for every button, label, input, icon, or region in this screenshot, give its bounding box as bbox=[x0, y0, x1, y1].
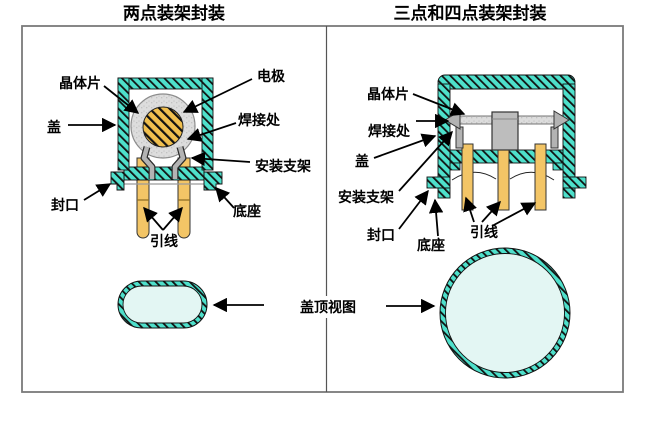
right-panel-title: 三点和四点装架封装 bbox=[394, 3, 547, 24]
left-panel-title: 两点装架封装 bbox=[123, 3, 225, 24]
cover-wall-right bbox=[562, 83, 576, 178]
clip-left bbox=[141, 146, 155, 179]
label-crystal-left: 晶体片 bbox=[59, 75, 101, 92]
seal-flange-left bbox=[426, 176, 451, 189]
clip-strip-right bbox=[550, 126, 559, 149]
arrow-base-right bbox=[428, 198, 444, 237]
arrow-weld-left bbox=[186, 122, 237, 142]
label-electrode: 电极 bbox=[257, 68, 286, 85]
label-bracket-right: 安装支架 bbox=[338, 189, 394, 206]
seal-arc-left bbox=[451, 171, 497, 181]
two-point-package-figure bbox=[110, 77, 223, 239]
base-plate bbox=[123, 166, 205, 181]
arrow-base-left bbox=[215, 186, 235, 209]
clip-right bbox=[172, 146, 186, 179]
clip-strip-left bbox=[455, 126, 464, 149]
arrow-leads-right-1 bbox=[463, 196, 477, 223]
arrow-leads-right-2 bbox=[481, 200, 501, 223]
arrow-crystal-right bbox=[412, 93, 466, 116]
topview-label-backing bbox=[293, 296, 363, 318]
cover-wall-left bbox=[117, 77, 130, 171]
cover-top bbox=[437, 74, 576, 90]
label-bracket-left: 安装支架 bbox=[255, 158, 311, 175]
base-flange-right bbox=[203, 171, 223, 191]
stadium-top-view-inner bbox=[122, 285, 203, 324]
round-top-view-inner bbox=[445, 253, 565, 373]
cover-wall-left bbox=[437, 83, 451, 178]
label-weld-right: 焊接处 bbox=[368, 123, 411, 140]
label-base-left: 底座 bbox=[233, 203, 261, 220]
arrow-cover-right bbox=[373, 133, 437, 159]
label-crystal-right: 晶体片 bbox=[367, 86, 409, 103]
arrow-bracket-right bbox=[398, 130, 453, 192]
label-topview: 盖顶视图 bbox=[300, 299, 356, 316]
clip-head-right bbox=[553, 110, 570, 130]
arrow-crystal-left bbox=[103, 85, 140, 114]
arrow-seal-left bbox=[83, 183, 112, 201]
electrode-disc bbox=[142, 106, 184, 148]
arrow-leads-left-2 bbox=[162, 206, 183, 231]
label-seal-right: 封口 bbox=[367, 227, 395, 244]
arrow-leads-left-1 bbox=[143, 206, 164, 231]
lead-middle bbox=[497, 147, 510, 211]
base-step-left bbox=[449, 162, 461, 171]
cover-top bbox=[117, 77, 214, 90]
label-cover-left: 盖 bbox=[47, 119, 61, 136]
label-cover-right: 盖 bbox=[355, 153, 369, 170]
arrow-electrode bbox=[182, 78, 253, 113]
base-flange-right bbox=[562, 176, 587, 189]
label-leads-left: 引线 bbox=[150, 233, 178, 250]
arrow-seal-right bbox=[398, 189, 429, 230]
center-support-block bbox=[491, 111, 519, 151]
label-seal-left: 封口 bbox=[51, 197, 79, 214]
cover-wall-right bbox=[201, 77, 214, 171]
arrow-bracket-left bbox=[190, 151, 251, 167]
label-base-right: 底座 bbox=[417, 237, 445, 254]
arrow-leads-right-3 bbox=[491, 202, 537, 227]
labels: 晶体片 电极 盖 焊接处 安装支架 封口 底座 引线 晶体片 焊接处 盖 安装支… bbox=[47, 68, 498, 318]
label-leads-right: 引线 bbox=[470, 224, 498, 241]
label-weld-left: 焊接处 bbox=[238, 112, 281, 129]
seal-arc-right bbox=[509, 171, 555, 181]
cover-top-views bbox=[117, 247, 571, 379]
three-four-point-package-figure bbox=[426, 74, 587, 211]
base-flange-right-lower bbox=[562, 187, 576, 199]
base-step-right bbox=[552, 162, 564, 171]
callout-arrows bbox=[68, 78, 537, 314]
seal-flange-left-lower bbox=[437, 187, 451, 199]
lead-right bbox=[534, 143, 547, 211]
